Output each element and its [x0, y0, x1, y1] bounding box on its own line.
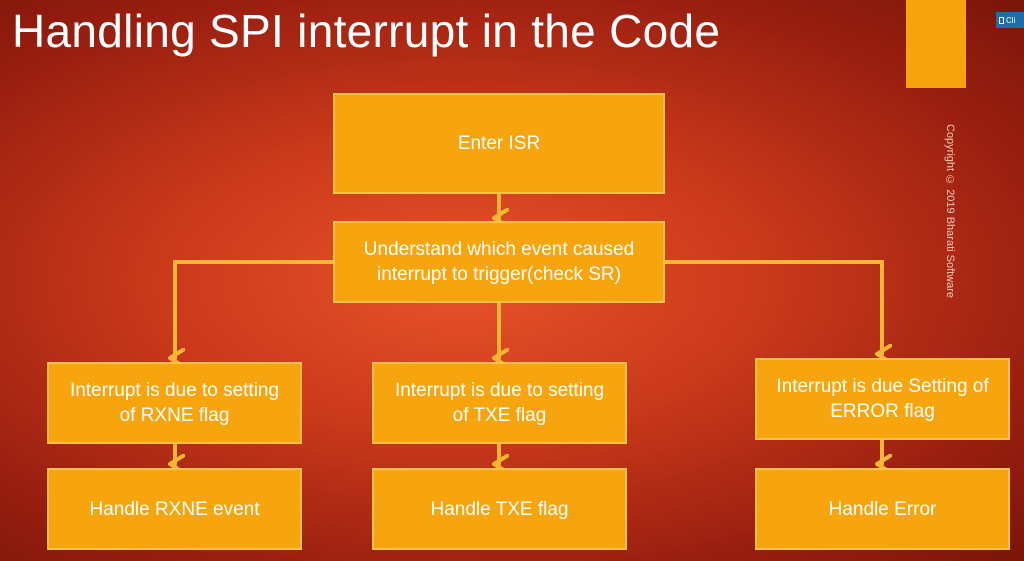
enter-isr-box: Enter ISR: [333, 93, 665, 194]
enter-isr-label: Enter ISR: [457, 133, 541, 154]
check-sr-box: Understand which event caused interrupt …: [333, 221, 665, 303]
txe-condition-label: Interrupt is due to setting of TXE flag: [394, 380, 605, 426]
arrow-check-to-error: [663, 260, 882, 354]
slide-title: Handling SPI interrupt in the Code: [12, 5, 721, 57]
copyright-text: Copyright © 2019 Bharati Software: [944, 124, 956, 299]
rxne-condition-label: Interrupt is due to setting of RXNE flag: [69, 380, 280, 426]
corner-badge-label: Cli: [1006, 15, 1016, 25]
txe-handler-label: Handle TXE flag: [430, 498, 569, 520]
txe-handler-box: Handle TXE flag: [372, 468, 627, 550]
arrow-check-to-rxne: [175, 260, 336, 358]
rxne-condition-box: Interrupt is due to setting of RXNE flag: [47, 362, 302, 444]
error-condition-label: Interrupt is due Setting of ERROR flag: [776, 376, 989, 422]
document-icon: [999, 16, 1004, 24]
check-sr-label: Understand which event caused interrupt …: [363, 239, 635, 285]
accent-bar: [906, 0, 966, 88]
rxne-handler-label: Handle RXNE event: [89, 498, 260, 520]
txe-condition-box: Interrupt is due to setting of TXE flag: [372, 362, 627, 444]
error-handler-label: Handle Error: [828, 498, 937, 520]
error-handler-box: Handle Error: [755, 468, 1010, 550]
corner-badge[interactable]: Cli: [996, 12, 1024, 28]
error-condition-box: Interrupt is due Setting of ERROR flag: [755, 358, 1010, 440]
rxne-handler-box: Handle RXNE event: [47, 468, 302, 550]
